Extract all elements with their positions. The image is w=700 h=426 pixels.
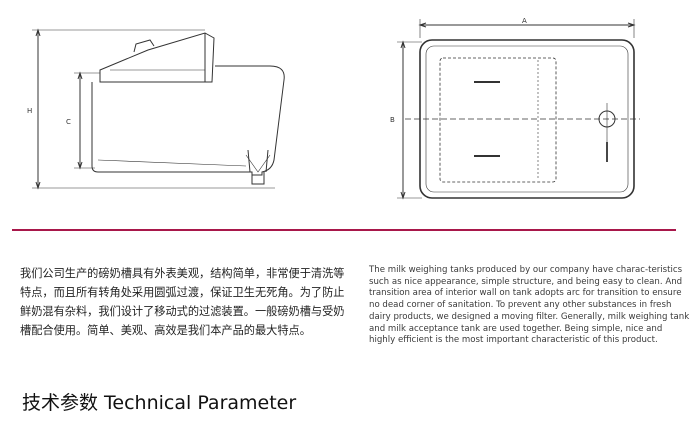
dim-label-c: C <box>66 118 71 126</box>
technical-drawing: H C A B <box>27 17 640 200</box>
side-view <box>32 28 285 190</box>
top-view <box>397 19 640 200</box>
dim-label-h: H <box>27 107 32 115</box>
description-en: The milk weighing tanks produced by our … <box>369 265 690 346</box>
section-title: 技术参数 Technical Parameter <box>22 392 297 414</box>
section-divider <box>12 229 676 231</box>
dim-label-b: B <box>390 116 395 124</box>
description-cn: 我们公司生产的磅奶槽具有外表美观，结构简单，非常便于清洗等特点，而且所有转角处采… <box>20 267 345 337</box>
dim-label-a: A <box>522 17 527 25</box>
